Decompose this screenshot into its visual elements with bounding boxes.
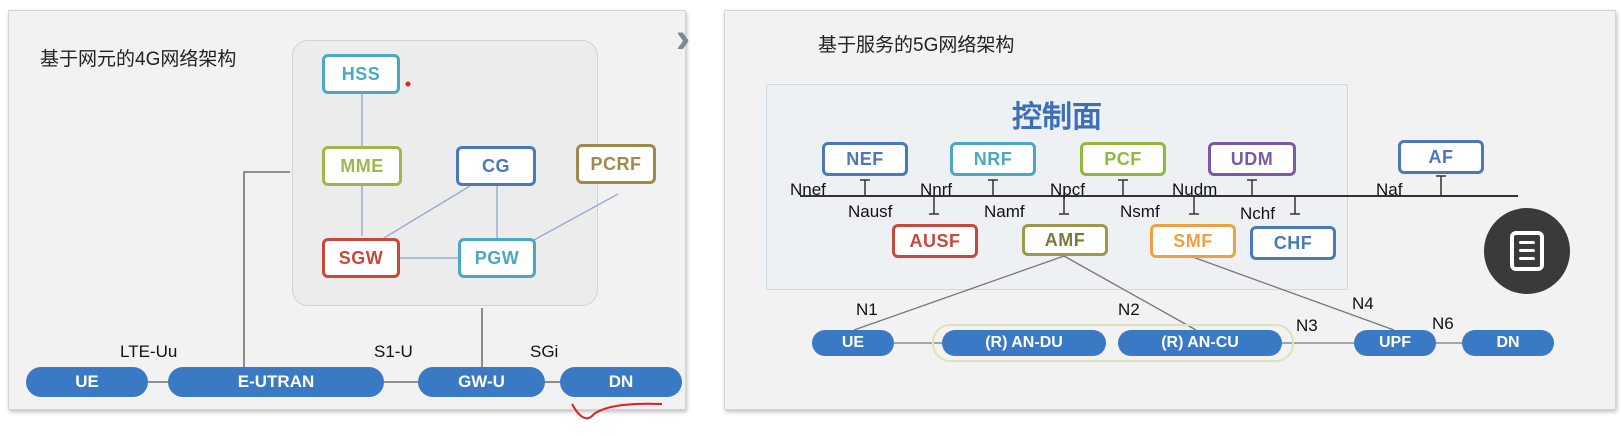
n4-label: N4	[1352, 294, 1374, 313]
nausf-label: Nausf	[848, 202, 893, 221]
nef-node: NEF	[822, 142, 908, 176]
pcf-node: PCF	[1080, 142, 1166, 176]
an-du-pill: (R) AN-DU	[942, 330, 1106, 356]
ue-4g-pill: UE	[26, 367, 148, 397]
n2-label: N2	[1118, 300, 1140, 319]
dn-4g-pill: DN	[560, 367, 682, 397]
dn-5g-pill: DN	[1462, 330, 1554, 356]
gwu-pill: GW-U	[418, 367, 545, 397]
smf-node: SMF	[1150, 224, 1236, 258]
nrf-node: NRF	[950, 142, 1036, 176]
udm-node: UDM	[1208, 142, 1296, 176]
ran-group-box	[932, 324, 1294, 362]
amf-node: AMF	[1022, 224, 1108, 256]
sgw-node: SGW	[322, 238, 400, 278]
mme-node: MME	[322, 146, 402, 186]
document-list-icon	[1510, 231, 1544, 271]
sgi-label: SGi	[530, 342, 559, 361]
pcrf-node: PCRF	[576, 144, 656, 184]
n1-label: N1	[856, 300, 878, 319]
right-panel-title: 基于服务的5G网络架构	[818, 35, 1015, 56]
nnrf-label: Nnrf	[920, 180, 953, 199]
left-panel-title: 基于网元的4G网络架构	[40, 49, 237, 70]
an-cu-pill: (R) AN-CU	[1118, 330, 1282, 356]
hss-node: HSS	[322, 54, 400, 94]
pgw-node: PGW	[458, 238, 536, 278]
eutran-pill: E-UTRAN	[168, 367, 384, 397]
n6-label: N6	[1432, 314, 1454, 333]
npcf-label: Npcf	[1050, 180, 1085, 199]
lte-uu-label: LTE-Uu	[120, 342, 178, 361]
nsmf-label: Nsmf	[1120, 202, 1160, 221]
nudm-label: Nudm	[1172, 180, 1218, 199]
ausf-node: AUSF	[892, 224, 978, 258]
document-list-button[interactable]	[1484, 208, 1570, 294]
control-plane-title: 控制面	[1012, 101, 1102, 134]
cg-node: CG	[456, 146, 536, 186]
naf-label: Naf	[1376, 180, 1403, 199]
nnef-label: Nnef	[790, 180, 826, 199]
nchf-label: Nchf	[1240, 204, 1275, 223]
af-node: AF	[1398, 140, 1484, 174]
ue-5g-pill: UE	[812, 330, 894, 356]
chf-node: CHF	[1250, 226, 1336, 260]
s1-u-label: S1-U	[374, 342, 413, 361]
namf-label: Namf	[984, 202, 1025, 221]
n3-label: N3	[1296, 316, 1318, 335]
upf-pill: UPF	[1354, 330, 1436, 356]
